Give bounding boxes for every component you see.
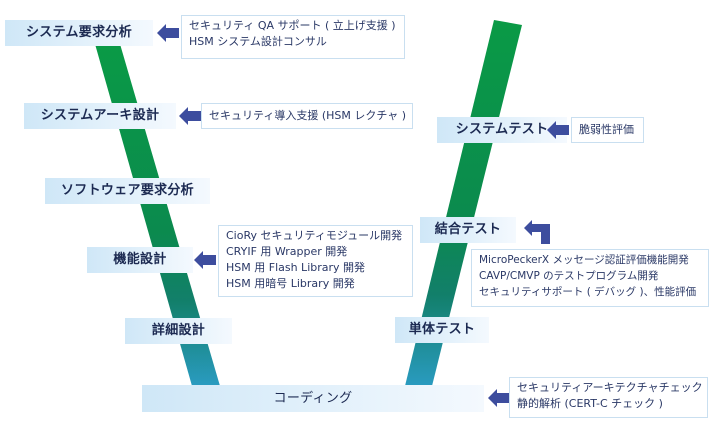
phase-coding: コーディング bbox=[142, 385, 484, 412]
service-item: CRYIF 用 Wrapper 開発 bbox=[226, 245, 348, 258]
phase-detailed-design: 詳細設計 bbox=[125, 318, 232, 344]
services-system-architecture: セキュリティ導入支援 (HSM レクチャ ) bbox=[201, 103, 413, 129]
services-coding: セキュリティアーキテクチャチェック 静的解析 (CERT-C チェック ) bbox=[509, 377, 708, 418]
services-system-requirements: セキュリティ QA サポート ( 立上げ支援 ) HSM システム設計コンサル bbox=[181, 15, 405, 59]
bent-arrow-left-icon bbox=[524, 220, 550, 244]
service-item: CAVP/CMVP のテストプログラム開発 bbox=[479, 270, 659, 282]
service-item: セキュリティ QA サポート ( 立上げ支援 ) bbox=[189, 19, 396, 32]
phase-system-architecture: システムアーキ設計 bbox=[24, 103, 176, 129]
right-band bbox=[405, 20, 522, 386]
service-item: セキュリティ導入支援 (HSM レクチャ ) bbox=[209, 109, 407, 122]
service-item: セキュリティサポート ( デバッグ )、性能評価 bbox=[479, 286, 697, 298]
arrow-left-icon bbox=[194, 251, 216, 269]
service-item: 静的解析 (CERT-C チェック ) bbox=[517, 397, 663, 410]
service-item: セキュリティアーキテクチャチェック bbox=[517, 381, 703, 394]
service-item: HSM 用 Flash Library 開発 bbox=[226, 261, 366, 274]
phase-functional-design: 機能設計 bbox=[87, 247, 193, 273]
phase-unit-test: 単体テスト bbox=[395, 317, 489, 343]
arrow-left-icon bbox=[179, 107, 201, 125]
services-integration-test: MicroPeckerX メッセージ認証評価機能開発 CAVP/CMVP のテス… bbox=[471, 249, 709, 307]
phase-system-requirements: システム要求分析 bbox=[5, 20, 153, 46]
service-item: HSM システム設計コンサル bbox=[189, 35, 327, 48]
arrow-left-icon bbox=[488, 389, 510, 407]
service-item: HSM 用暗号 Library 開発 bbox=[226, 277, 355, 290]
services-system-test: 脆弱性評価 bbox=[571, 117, 644, 143]
phase-system-test: システムテスト bbox=[437, 117, 567, 143]
service-item: 脆弱性評価 bbox=[579, 123, 634, 136]
service-item: CioRy セキュリティモジュール開発 bbox=[226, 229, 403, 242]
phase-software-requirements: ソフトウェア要求分析 bbox=[45, 178, 210, 204]
arrow-left-icon bbox=[157, 24, 179, 42]
service-item: MicroPeckerX メッセージ認証評価機能開発 bbox=[479, 254, 689, 266]
left-band bbox=[95, 44, 220, 386]
arrow-left-icon bbox=[547, 121, 569, 139]
phase-integration-test: 結合テスト bbox=[420, 217, 516, 243]
services-functional-design: CioRy セキュリティモジュール開発 CRYIF 用 Wrapper 開発 H… bbox=[218, 225, 413, 297]
